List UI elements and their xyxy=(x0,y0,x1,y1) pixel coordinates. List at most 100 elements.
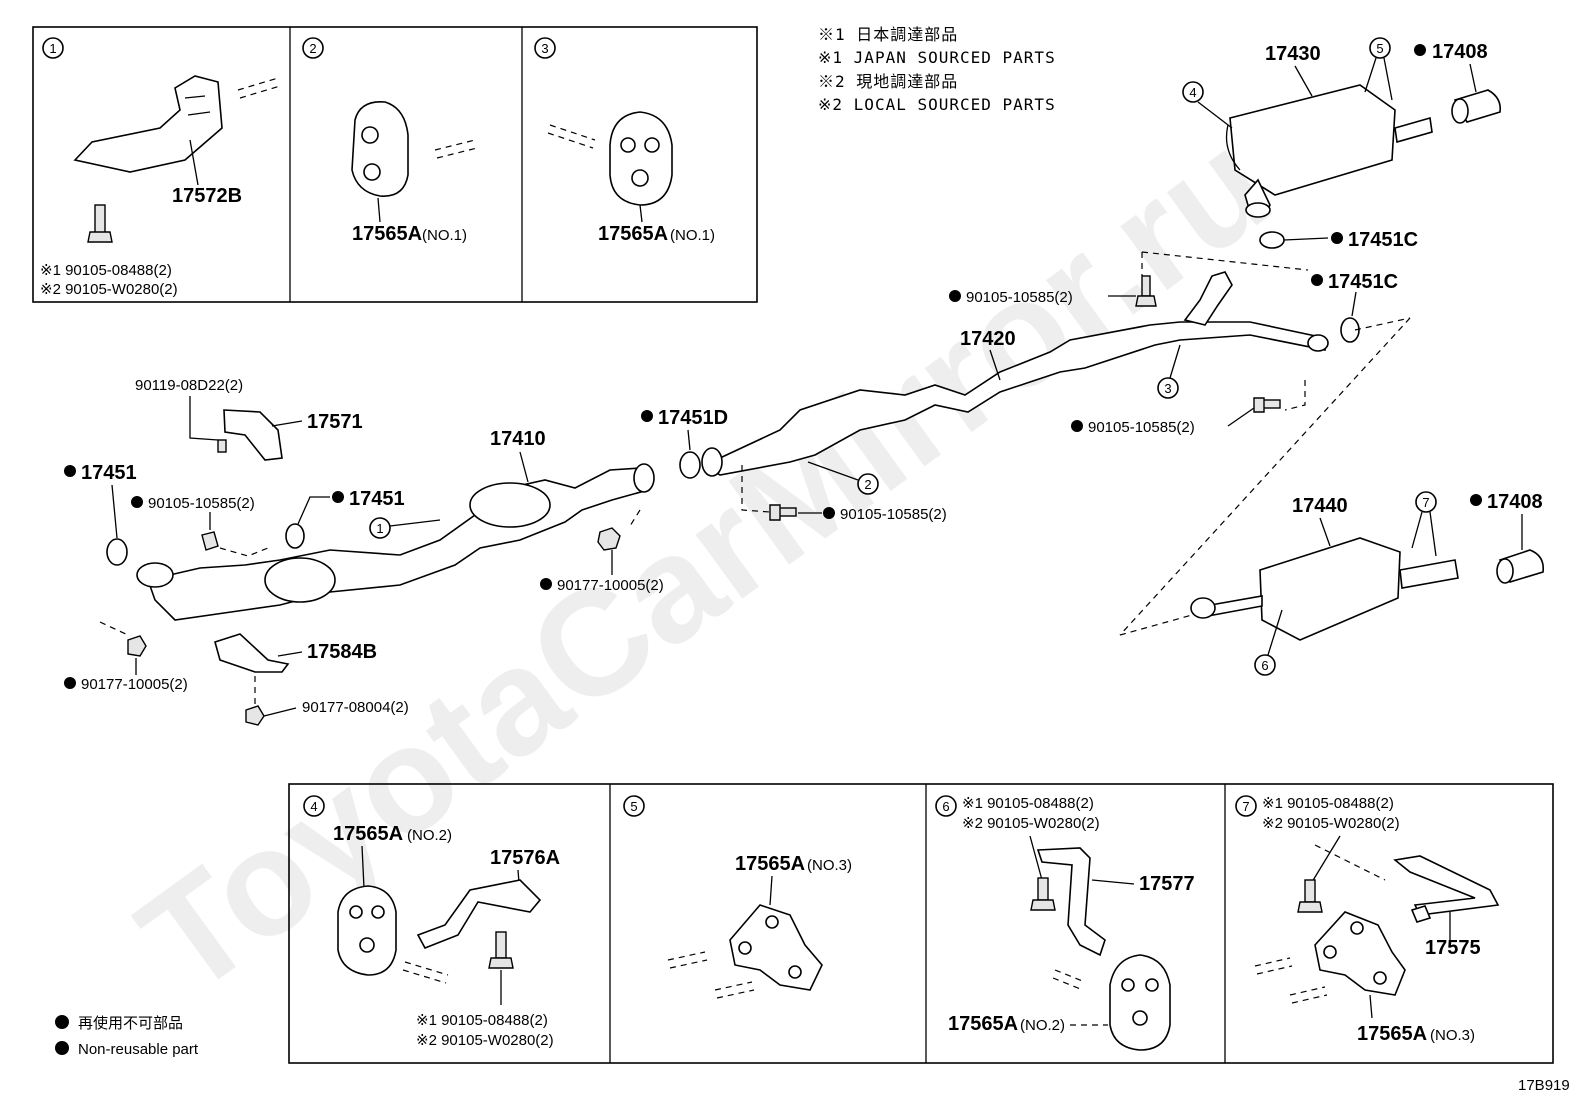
gasket-17451C-upper[interactable]: 17451C xyxy=(1259,229,1418,251)
part-17577-label: 17577 xyxy=(1139,873,1195,895)
callout-5: 5 xyxy=(1376,41,1383,56)
part-17408-label: 17408 xyxy=(1487,491,1543,513)
gasket-17451C-lower[interactable]: 17451C xyxy=(1311,271,1398,343)
muffler-17430[interactable]: 17430 4 5 xyxy=(1182,37,1433,218)
part-17565A-label: 17565A xyxy=(1357,1023,1427,1045)
inset-7[interactable]: 7 ※1 90105-08488(2) ※2 90105-W0280(2) 17… xyxy=(1235,795,1500,1045)
hanger-rubber-17565A-icon xyxy=(609,111,673,206)
hanger-rubber-icon xyxy=(1109,954,1171,1051)
inset-6[interactable]: 6 ※1 90105-08488(2) ※2 90105-W0280(2) 17… xyxy=(935,795,1195,1051)
bolt-90105-right[interactable]: 90105-10585(2) xyxy=(1071,397,1281,436)
gasket-17451-center[interactable]: 17451 xyxy=(285,488,405,549)
inset-5-number: 5 xyxy=(630,799,637,814)
part-17420-label: 17420 xyxy=(960,328,1016,350)
note-2-en: ※2 LOCAL SOURCED PARTS xyxy=(818,95,1056,114)
bolt-90105-left[interactable]: 90105-10585(2) xyxy=(131,495,269,557)
bracket-17575 xyxy=(1393,855,1500,916)
part-17565A-label: 17565A xyxy=(735,853,805,875)
part-17451-label: 17451 xyxy=(81,462,137,484)
inset-1-bolt-2: ※2 90105-W0280(2) xyxy=(40,281,178,298)
front-pipe-17410[interactable]: 17410 xyxy=(136,428,655,621)
gasket-17451D[interactable]: 17451D xyxy=(641,407,728,479)
part-17565A-label: 17565A xyxy=(598,223,668,245)
inset-6-bolt-2: ※2 90105-W0280(2) xyxy=(962,815,1100,832)
note-2-jp: ※2 現地調達部品 xyxy=(818,72,958,91)
part-90177-label: 90177-10005(2) xyxy=(557,577,664,594)
part-17584B-label: 17584B xyxy=(307,641,377,663)
inset-5[interactable]: 5 17565A (NO.3) xyxy=(623,795,852,999)
inset-2-number: 2 xyxy=(309,41,316,56)
callout-4: 4 xyxy=(1189,85,1196,100)
part-90105-label: 90105-10585(2) xyxy=(1088,419,1195,436)
inset-7-bolt-2: ※2 90105-W0280(2) xyxy=(1262,815,1400,832)
bolt-90105-upper[interactable]: 90105-10585(2) xyxy=(949,275,1157,307)
hanger-rubber-icon xyxy=(337,885,397,976)
part-17565A-sub: (NO.2) xyxy=(1020,1017,1065,1034)
muffler-17440[interactable]: 17440 7 6 xyxy=(1190,491,1459,676)
part-17565A-sub: (NO.1) xyxy=(670,227,715,244)
bolt-icon xyxy=(94,204,106,234)
part-17451D-label: 17451D xyxy=(658,407,728,429)
inset-7-bolt-1: ※1 90105-08488(2) xyxy=(1262,795,1394,812)
non-reusable-dot-icon xyxy=(55,1041,69,1055)
legend: 再使用不可部品 Non-reusable part xyxy=(55,1015,199,1058)
sourcing-notes: ※1 日本調達部品 ※1 JAPAN SOURCED PARTS ※2 現地調達… xyxy=(818,25,1056,114)
inset-panel-top xyxy=(32,26,758,303)
inset-4-number: 4 xyxy=(310,799,317,814)
inset-1-bolt-1: ※1 90105-08488(2) xyxy=(40,262,172,279)
center-pipe-17420[interactable]: 17420 xyxy=(701,271,1329,477)
part-90119-label: 90119-08D22(2) xyxy=(135,377,243,394)
inset-4-bolt-2: ※2 90105-W0280(2) xyxy=(416,1032,554,1049)
inset-6-number: 6 xyxy=(942,799,949,814)
bolt-90105-center[interactable]: 90105-10585(2) xyxy=(741,465,947,523)
gasket-17451-left[interactable]: 17451 xyxy=(64,462,137,566)
part-17410-label: 17410 xyxy=(490,428,546,450)
inset-panel-bottom xyxy=(288,783,1554,1064)
callout-6: 6 xyxy=(1261,658,1268,673)
legend-jp: 再使用不可部品 xyxy=(78,1015,183,1032)
tail-pipe-17408[interactable]: 17408 xyxy=(1414,41,1502,124)
callout-3: 3 xyxy=(1164,381,1171,396)
part-17575-label: 17575 xyxy=(1425,937,1481,959)
tail-pipe-17408-lower[interactable]: 17408 xyxy=(1470,491,1545,584)
inset-1-number: 1 xyxy=(49,41,56,56)
inset-6-bolt-1: ※1 90105-08488(2) xyxy=(962,795,1094,812)
figure-code: 17B919 xyxy=(1518,1077,1570,1094)
nut-90177-center[interactable]: 90177-10005(2) xyxy=(540,509,664,594)
bracket-17577 xyxy=(1036,847,1106,957)
bracket-17572B xyxy=(73,75,223,173)
part-17451-label: 17451 xyxy=(349,488,405,510)
nut-90177-left[interactable]: 90177-10005(2) xyxy=(64,621,188,693)
inset-3-number: 3 xyxy=(541,41,548,56)
callout-2: 2 xyxy=(864,477,871,492)
nut-90177-08004[interactable]: 90177-08004(2) xyxy=(245,676,409,726)
part-90177-label: 90177-10005(2) xyxy=(81,676,188,693)
part-90177-08004-label: 90177-08004(2) xyxy=(302,699,409,716)
part-17576A-label: 17576A xyxy=(490,847,560,869)
inset-7-number: 7 xyxy=(1242,799,1249,814)
note-1-jp: ※1 日本調達部品 xyxy=(818,25,958,44)
inset-4[interactable]: 4 17565A (NO.2) 17576A ※1 90105-08488(2)… xyxy=(303,795,560,1049)
inset-4-bolt-1: ※1 90105-08488(2) xyxy=(416,1012,548,1029)
part-17408-label: 17408 xyxy=(1432,41,1488,63)
part-17565A-label: 17565A xyxy=(948,1013,1018,1035)
part-90105-label: 90105-10585(2) xyxy=(966,289,1073,306)
bracket-17584B[interactable]: 17584B xyxy=(214,633,377,673)
part-17565A-label: 17565A xyxy=(333,823,403,845)
part-17572B-label: 17572B xyxy=(172,185,242,207)
bracket-17576A xyxy=(416,879,542,950)
inset-3[interactable]: 3 17565A (NO.1) xyxy=(534,37,715,245)
part-17430-label: 17430 xyxy=(1265,43,1321,65)
callout-7: 7 xyxy=(1422,495,1429,510)
part-17451C-label: 17451C xyxy=(1348,229,1418,251)
part-17440-label: 17440 xyxy=(1292,495,1348,517)
part-17565A-sub: (NO.1) xyxy=(422,227,467,244)
part-90105-label: 90105-10585(2) xyxy=(148,495,255,512)
inset-2[interactable]: 2 17565A (NO.1) xyxy=(302,37,478,245)
hanger-rubber-17565A-icon xyxy=(351,101,409,197)
bracket-17571[interactable]: 90119-08D22(2) 17571 xyxy=(135,377,363,461)
callout-2-group: 2 xyxy=(807,461,879,495)
inset-1[interactable]: 1 17572B ※1 90105-08488(2) ※2 90105-W028… xyxy=(40,37,281,298)
callout-3-group: 3 xyxy=(1157,344,1181,399)
